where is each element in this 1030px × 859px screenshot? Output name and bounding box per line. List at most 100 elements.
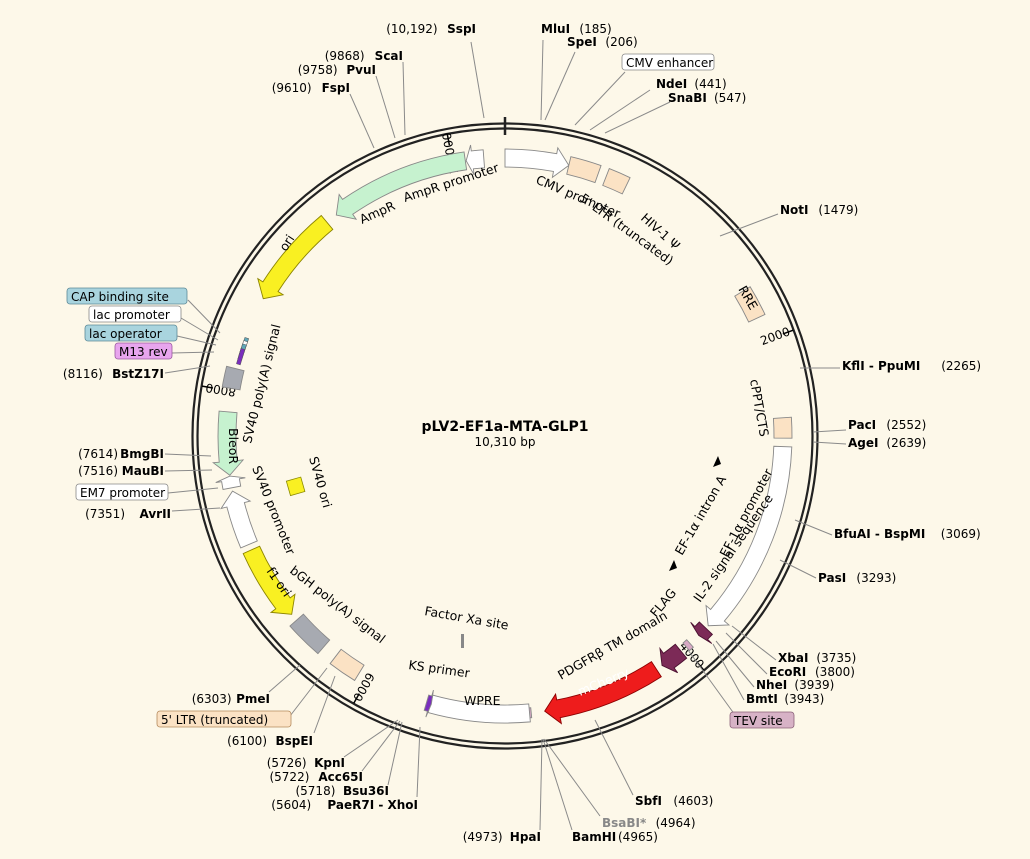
callout-box: [75, 483, 169, 501]
leader-line: [544, 51, 576, 121]
feature-mcherry[interactable]: [544, 660, 662, 725]
feature-ef-1-promoter[interactable]: [705, 445, 793, 627]
site-bstz17i[interactable]: BstZ17I(8116): [63, 365, 211, 381]
site-tev-site[interactable]: TEV site: [687, 649, 795, 729]
feature-il-2-signal-sequence[interactable]: [690, 621, 714, 644]
site-name: BamHI: [572, 830, 616, 844]
site-bspei[interactable]: BspEI(6100): [227, 675, 336, 748]
site-scai[interactable]: ScaI(9868): [325, 49, 406, 136]
site-sbfi[interactable]: SbfI(4603): [594, 719, 713, 808]
feature-label-ks-primer: KS primer: [408, 657, 472, 681]
site-snabi[interactable]: SnaBI(547): [604, 91, 746, 134]
leader-line: [164, 469, 213, 472]
site-position: (7351): [85, 507, 125, 521]
leader-line: [176, 335, 217, 346]
leader-line: [812, 429, 847, 433]
site-5-ltr-truncated[interactable]: 5' LTR (truncated): [156, 667, 328, 728]
site-avrii[interactable]: AvrII (7351): [85, 507, 221, 521]
tick-label: 2000: [758, 324, 792, 348]
site-bmgbi[interactable]: BmgBI(7614): [78, 447, 212, 461]
site-position: (5604): [271, 798, 311, 812]
leader-line: [594, 719, 634, 796]
site-hpai[interactable]: HpaI(4973): [463, 738, 543, 844]
site-bmti[interactable]: BmtI(3943): [712, 643, 824, 706]
site-name: AvrII: [139, 507, 171, 521]
site-kpni[interactable]: KpnI(5726): [267, 719, 399, 770]
feature-cppt-cts[interactable]: [772, 416, 793, 439]
site-lac-promoter[interactable]: lac promoter: [88, 305, 219, 341]
feature-sv40-promoter[interactable]: [220, 490, 258, 549]
backbone: [191, 117, 819, 750]
site-pmei[interactable]: PmeI(6303): [192, 664, 301, 706]
feature-ampr-promoter[interactable]: [465, 144, 486, 176]
site-kfli-ppumi[interactable]: KflI - PpuMI(2265): [800, 359, 981, 373]
site-m13-rev[interactable]: M13 rev: [114, 342, 215, 360]
site-mlui[interactable]: MluI(185): [540, 22, 612, 121]
feature-m13-rev[interactable]: [236, 348, 246, 366]
leader-line: [361, 720, 401, 772]
site-name: BfuAI - BspMI: [834, 527, 925, 541]
site-position: (7516): [78, 464, 118, 478]
site-name: MluI: [541, 22, 570, 36]
leader-line: [313, 675, 336, 734]
feature-bgh-poly-a-signal[interactable]: [289, 613, 331, 655]
site-name: BmgBI: [120, 447, 164, 461]
site-em7-promoter[interactable]: EM7 promoter: [75, 483, 219, 501]
feature-5-ltr-truncated[interactable]: [566, 156, 602, 184]
feature-em7-promoter[interactable]: [215, 475, 246, 490]
site-pvui[interactable]: PvuI(9758): [298, 63, 396, 139]
site-bsabi[interactable]: BsaBI*(4964): [543, 738, 696, 830]
feature-factor-xa-site[interactable]: [461, 634, 464, 648]
feature-cmv-promoter[interactable]: [504, 146, 570, 179]
leader-line: [187, 299, 221, 334]
site-lac-operator[interactable]: lac operator: [84, 324, 217, 346]
site-noti[interactable]: NotI(1479): [719, 203, 858, 237]
site-agei[interactable]: AgeI(2639): [812, 436, 926, 450]
leader-line: [416, 726, 421, 798]
feature-f1-ori[interactable]: [242, 545, 296, 615]
feature-flag[interactable]: [682, 639, 694, 652]
site-spei[interactable]: SpeI(206): [544, 35, 638, 121]
site-position: (5722): [269, 770, 309, 784]
site-cap-binding-site[interactable]: CAP binding site: [66, 287, 221, 334]
callout-box: [84, 324, 178, 342]
site-xbai[interactable]: XbaI(3735): [731, 625, 856, 665]
site-position: (4965): [618, 830, 658, 844]
feature-label-ori: ori: [276, 232, 297, 254]
feature-pdgfr-tm-domain[interactable]: [659, 643, 688, 674]
site-sspi[interactable]: SspI(10,192): [386, 22, 485, 119]
feature-rre[interactable]: [734, 286, 766, 323]
leader-line: [387, 721, 403, 786]
feature-bleor[interactable]: [212, 410, 245, 476]
site-acc65i[interactable]: Acc65I(5722): [269, 720, 401, 784]
callout-label: EM7 promoter: [80, 486, 165, 500]
site-paci[interactable]: PacI(2552): [812, 418, 926, 433]
site-bsu36i[interactable]: Bsu36I(5718): [295, 721, 403, 798]
site-pasi[interactable]: PasI(3293): [779, 559, 896, 585]
leader-line: [180, 317, 219, 341]
feature-sv40-poly-a-signal[interactable]: [221, 365, 245, 391]
site-position: (4603): [673, 794, 713, 808]
site-bamhi[interactable]: BamHI(4965): [542, 738, 658, 844]
feature-ks-primer[interactable]: [423, 689, 434, 718]
feature-ori[interactable]: [257, 214, 334, 300]
site-nhei[interactable]: NheI(3939): [715, 640, 834, 692]
site-cmv-enhancer[interactable]: CMV enhancer: [574, 53, 715, 126]
site-paer7i-xhoi[interactable]: PaeR7I - XhoI(5604): [271, 726, 421, 812]
site-position: (206): [605, 35, 637, 49]
site-ecori[interactable]: EcoRI(3800): [725, 632, 855, 679]
site-position: (9610): [272, 81, 312, 95]
feature-hiv-1[interactable]: [602, 168, 631, 195]
site-position: (5718): [295, 784, 335, 798]
site-maubi[interactable]: MauBI(7516): [78, 464, 213, 478]
leader-line: [171, 507, 221, 512]
feature-sv40-ori[interactable]: [285, 476, 306, 497]
intron-marker-end: [669, 560, 677, 571]
leader-line: [542, 738, 573, 831]
feature-5-ltr-truncated[interactable]: [329, 648, 365, 682]
site-bfuai-bspmi[interactable]: BfuAI - BspMI(3069): [794, 519, 981, 541]
feature-ampr[interactable]: [335, 151, 468, 220]
site-fspi[interactable]: FspI(9610): [272, 81, 375, 149]
site-ndei[interactable]: NdeI(441): [589, 77, 727, 131]
leader-line: [289, 667, 328, 717]
